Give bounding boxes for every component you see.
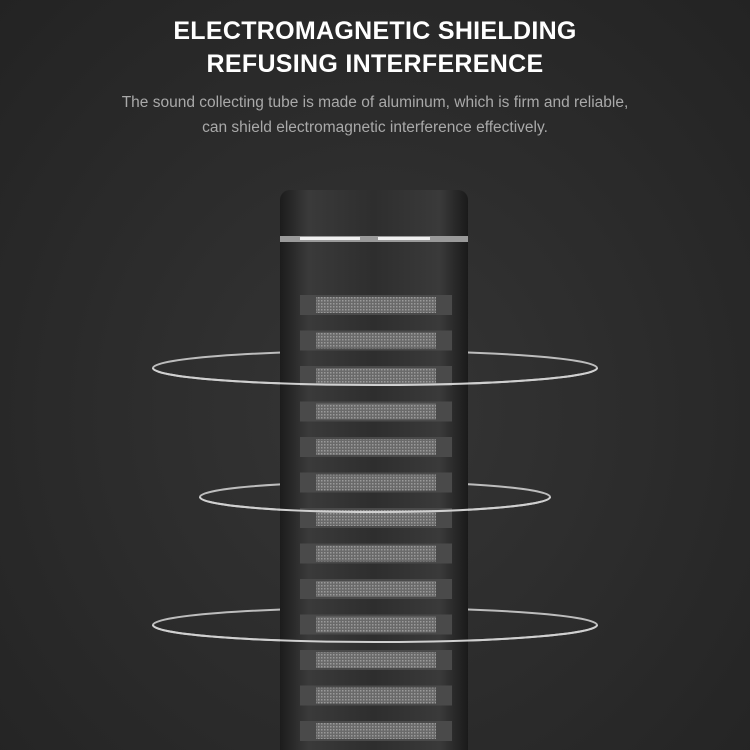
grille-mesh (316, 652, 436, 668)
grille-mesh (316, 439, 436, 455)
description-line-1: The sound collecting tube is made of alu… (121, 94, 629, 111)
grille-mesh (316, 403, 436, 420)
ring-front (152, 367, 598, 643)
grille-slots (300, 295, 452, 741)
grille-mesh (316, 297, 436, 313)
grille-mesh (316, 332, 436, 349)
microphone-tube (280, 190, 468, 750)
grille-mesh (316, 723, 436, 739)
grille-mesh (316, 474, 436, 491)
grille-mesh (316, 510, 436, 526)
heading-line-1: ELECTROMAGNETIC SHIELDING (173, 17, 577, 45)
heading-line-2: REFUSING INTERFERENCE (206, 50, 544, 78)
grille-mesh (316, 616, 436, 633)
grille-mesh (316, 687, 436, 704)
grille-mesh (316, 581, 436, 597)
grille-mesh (316, 368, 436, 384)
description-line-2: can shield electromagnetic interference … (202, 119, 548, 136)
grille-mesh (316, 545, 436, 562)
